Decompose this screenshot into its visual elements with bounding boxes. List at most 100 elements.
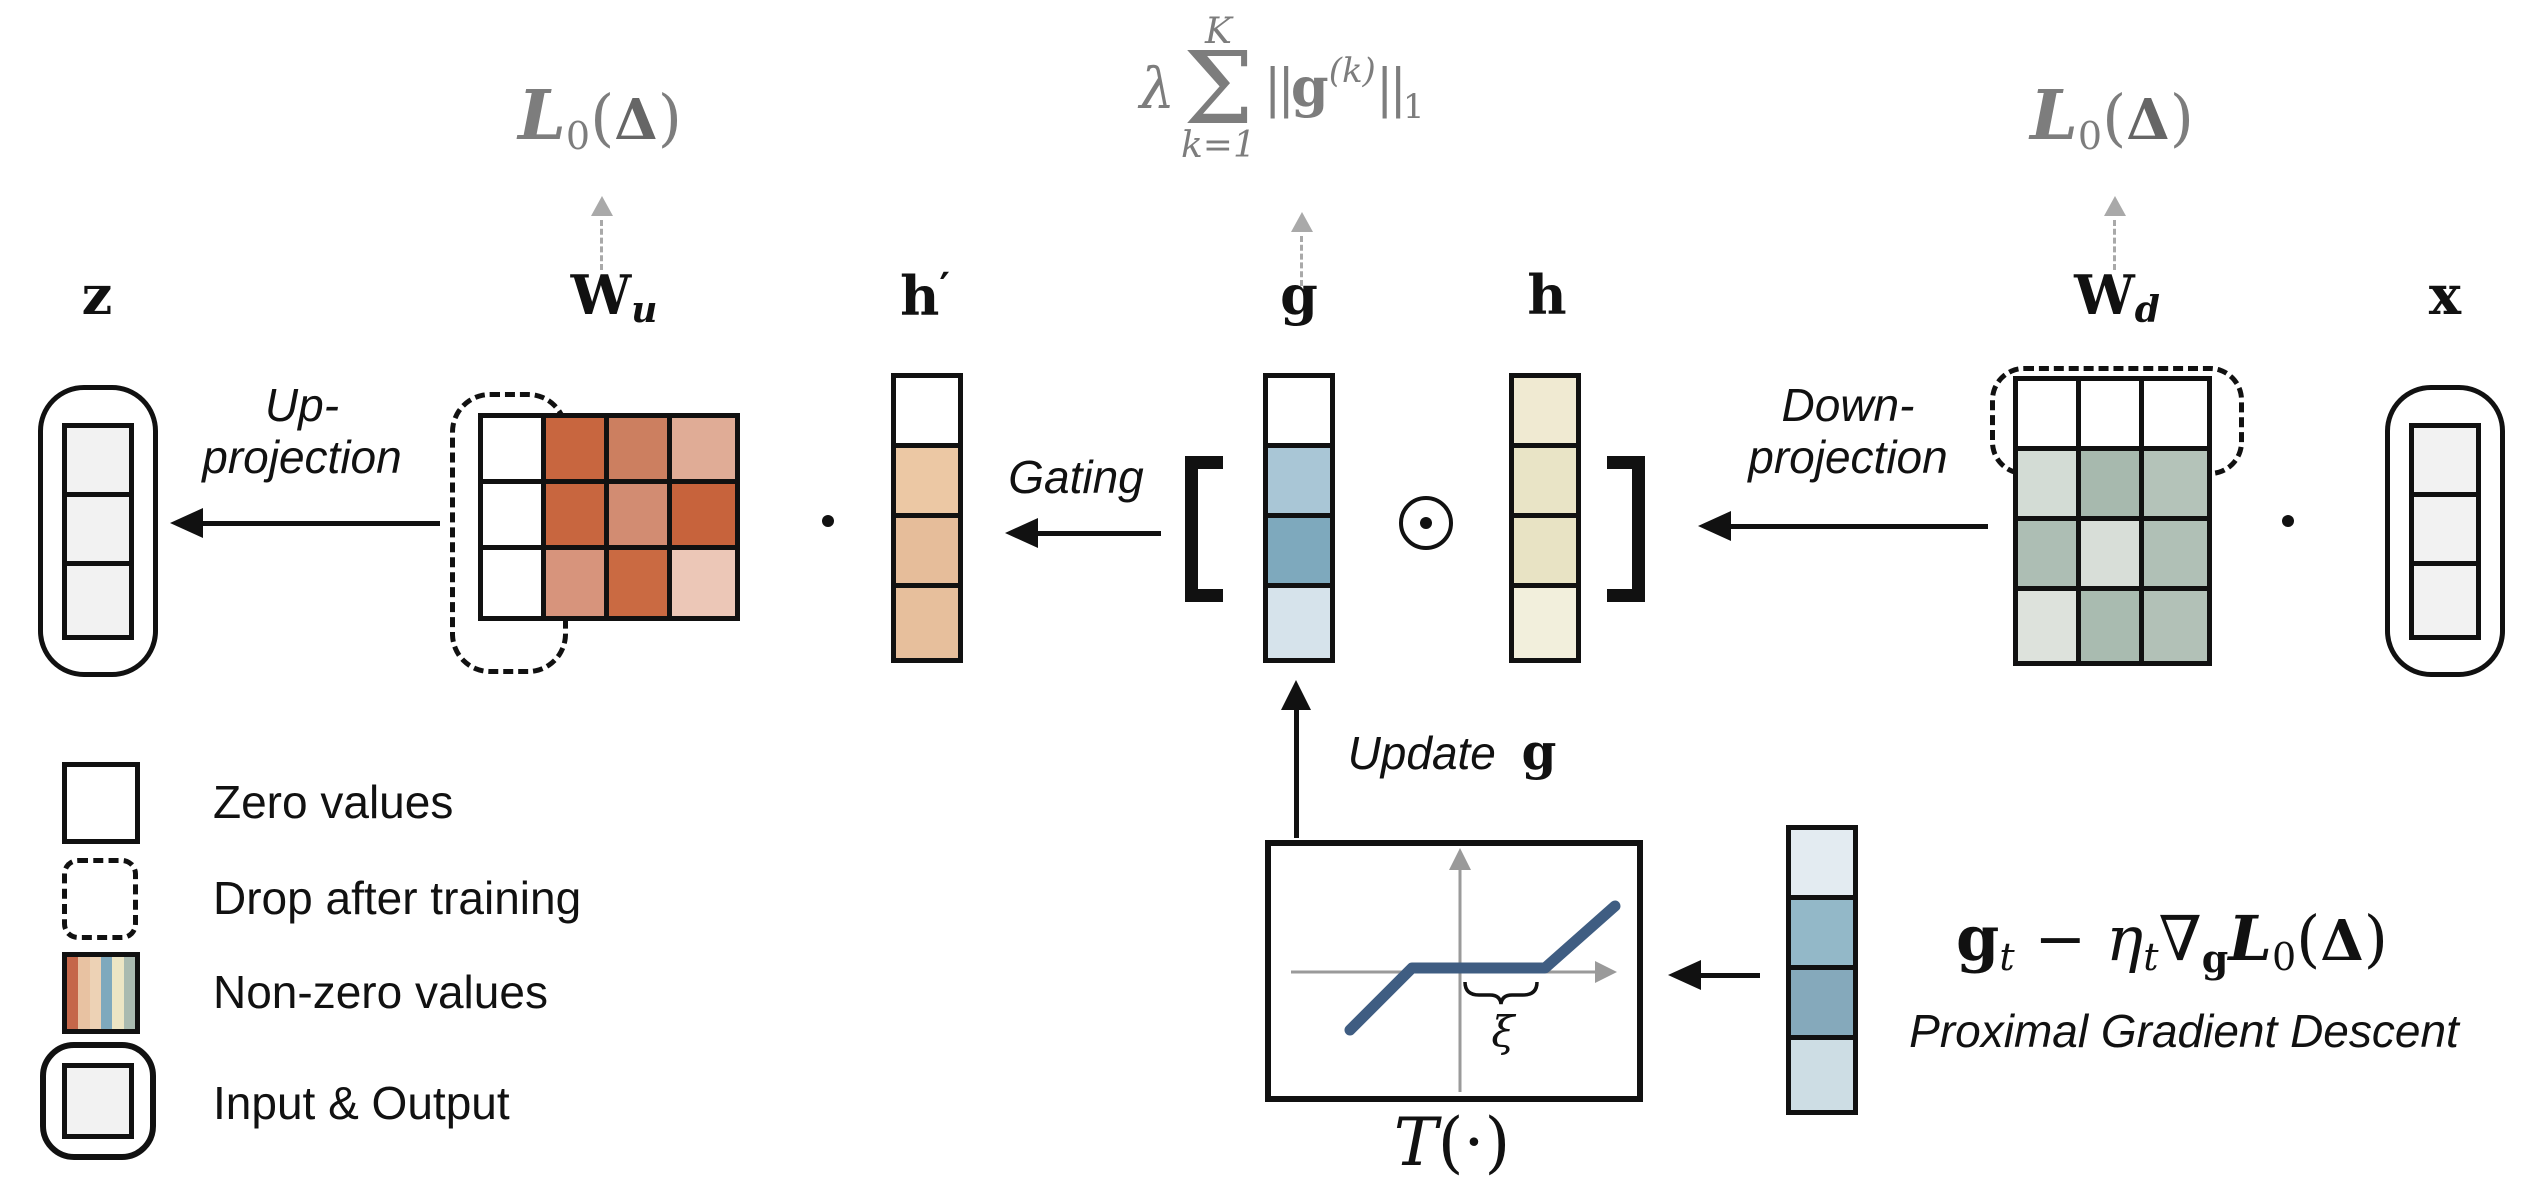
x-axis-arrowhead xyxy=(1595,961,1617,983)
gating-arrow-line xyxy=(1033,531,1161,536)
legend-drop-after-training-label: Drop after training xyxy=(213,872,582,924)
down-projection-label: Down- projection xyxy=(1748,379,1948,483)
cell xyxy=(896,448,958,518)
soft-threshold-plot: ξ xyxy=(1265,840,1643,1102)
h-vector xyxy=(1509,373,1581,663)
script-l: L xyxy=(518,76,566,156)
delta-symbol: Δ xyxy=(614,87,658,153)
label-x: x xyxy=(2428,263,2462,327)
cell xyxy=(896,588,958,658)
legend-zero-values-icon xyxy=(62,762,140,844)
cell xyxy=(1514,518,1576,588)
g-gate-vector xyxy=(1263,373,1335,663)
x-cells xyxy=(2409,422,2481,640)
cell xyxy=(483,484,546,550)
right-bracket-top xyxy=(1607,456,1645,469)
cell xyxy=(1268,378,1330,448)
x-input-vector xyxy=(2385,385,2505,677)
cell xyxy=(2018,381,2081,451)
label-wd: Wd xyxy=(2074,263,2160,331)
up-projection-label: Up- projection xyxy=(202,379,402,483)
gating-label: Gating xyxy=(1008,451,1144,503)
dashed-arrow-line-center xyxy=(1300,236,1303,286)
hadamard-product-icon xyxy=(1399,496,1453,550)
pgd-arrowhead xyxy=(1668,960,1701,990)
legend-drop-after-training-icon xyxy=(62,858,138,940)
cell xyxy=(2081,521,2144,591)
z-cells xyxy=(62,422,134,640)
label-h: h xyxy=(1527,263,1567,327)
l0-loss-formula-right: L0(Δ) xyxy=(2030,76,2194,158)
pgd-formula: gt − ηt∇gL0(Δ) xyxy=(1956,902,2388,981)
legend-nonzero-values-icon xyxy=(62,952,140,1034)
cell xyxy=(2144,591,2207,661)
script-l: L xyxy=(2030,76,2078,156)
label-g: g xyxy=(1280,263,1318,327)
cell xyxy=(2018,521,2081,591)
cell xyxy=(609,550,672,616)
cell xyxy=(546,484,609,550)
cell xyxy=(1791,1040,1853,1110)
cell xyxy=(483,550,546,616)
dashed-arrowhead-up-center xyxy=(1291,212,1313,232)
hadamard-center-dot xyxy=(1420,517,1432,529)
pgd-arrow-line xyxy=(1696,973,1760,978)
down-projection-arrowhead xyxy=(1698,511,1731,541)
cell xyxy=(100,957,113,1029)
cell xyxy=(2081,381,2144,451)
pgd-caption: Proximal Gradient Descent xyxy=(1909,1005,2459,1057)
cell xyxy=(1268,448,1330,518)
delta-symbol: Δ xyxy=(2320,908,2364,974)
cell xyxy=(1514,588,1576,658)
cell xyxy=(67,565,129,635)
cell xyxy=(2414,565,2476,635)
cell xyxy=(609,418,672,484)
cell xyxy=(2144,381,2207,451)
label-wu: Wu xyxy=(570,263,658,331)
cell xyxy=(2018,451,2081,521)
legend-input-output-icon xyxy=(40,1042,156,1160)
wu-matrix xyxy=(478,413,740,621)
cell xyxy=(67,427,129,497)
soft-threshold-curve-svg: ξ xyxy=(1291,848,1621,1092)
down-projection-arrow-line xyxy=(1726,524,1988,529)
matmul-dot-left xyxy=(822,515,834,527)
cell xyxy=(2081,591,2144,661)
cell xyxy=(2414,496,2476,566)
cell xyxy=(2414,427,2476,497)
legend-input-output-label: Input & Output xyxy=(213,1077,510,1129)
summation: K Σ k=1 xyxy=(1180,11,1256,166)
cell xyxy=(2144,521,2207,591)
update-g-label: Update g xyxy=(1347,722,1557,781)
cell xyxy=(89,957,101,1029)
l1-gate-penalty-formula: λ K Σ k=1 ||g(k)||1 xyxy=(1139,14,1424,164)
cell xyxy=(1514,448,1576,518)
dashed-arrowhead-up-right xyxy=(2104,196,2126,216)
g-update-vector xyxy=(1786,825,1858,1115)
cell xyxy=(546,550,609,616)
wd-matrix xyxy=(2013,376,2212,666)
update-arrowhead xyxy=(1281,680,1311,710)
cell xyxy=(67,957,79,1029)
sigma-symbol: Σ xyxy=(1183,30,1254,147)
y-axis-arrowhead xyxy=(1449,848,1471,870)
cell xyxy=(2018,591,2081,661)
cell xyxy=(123,957,135,1029)
right-bracket-bottom xyxy=(1607,589,1645,602)
cell xyxy=(78,957,90,1029)
cell xyxy=(67,496,129,566)
l1-norm-term: ||g(k)||1 xyxy=(1263,51,1425,127)
label-z: z xyxy=(81,263,113,327)
dashed-arrow-line-right xyxy=(2113,220,2116,270)
lambda-symbol: λ xyxy=(1139,56,1175,122)
legend-zero-values-label: Zero values xyxy=(213,776,454,828)
cell xyxy=(483,418,546,484)
dashed-arrowhead-up-left xyxy=(591,196,613,216)
cell xyxy=(1791,900,1853,970)
delta-symbol: Δ xyxy=(2126,87,2170,153)
gating-arrowhead xyxy=(1005,518,1038,548)
l0-loss-formula-left: L0(Δ) xyxy=(518,76,682,158)
left-bracket-top xyxy=(1185,456,1223,469)
left-bracket-bottom xyxy=(1185,589,1223,602)
cell xyxy=(2144,451,2207,521)
